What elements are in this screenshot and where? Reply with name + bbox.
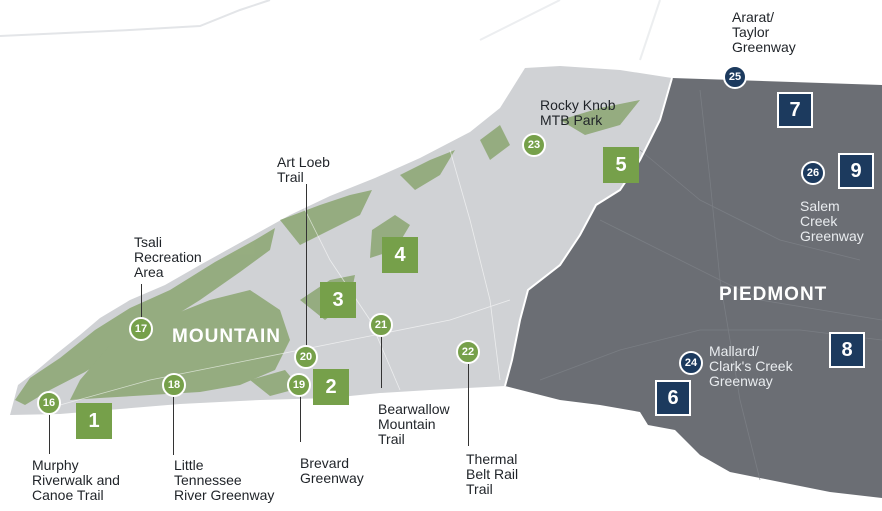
trail-label-16: Murphy Riverwalk and Canoe Trail (32, 457, 120, 503)
piedmont-region (505, 78, 882, 498)
outer-boundary-line (479, 0, 561, 41)
trail-marker-26[interactable]: 26 (801, 161, 825, 185)
region-marker-3[interactable]: 3 (320, 282, 356, 318)
trail-label-23: Rocky Knob MTB Park (540, 97, 616, 128)
trail-marker-18[interactable]: 18 (162, 373, 186, 397)
leader-line-17 (141, 284, 142, 318)
trail-label-22: Thermal Belt Rail Trail (466, 451, 519, 497)
region-marker-2[interactable]: 2 (313, 369, 349, 405)
trail-marker-16[interactable]: 16 (37, 391, 61, 415)
trail-marker-24[interactable]: 24 (679, 351, 703, 375)
region-marker-6[interactable]: 6 (655, 380, 691, 416)
trail-marker-22[interactable]: 22 (456, 340, 480, 364)
trail-marker-17[interactable]: 17 (129, 317, 153, 341)
leader-line-16 (49, 414, 50, 454)
trail-label-18: Little Tennessee River Greenway (174, 457, 275, 503)
trail-marker-19[interactable]: 19 (287, 373, 311, 397)
region-marker-1[interactable]: 1 (76, 403, 112, 439)
leader-line-18 (173, 397, 174, 455)
trail-label-19: Brevard Greenway (300, 455, 364, 486)
region-marker-8[interactable]: 8 (829, 332, 865, 368)
trail-marker-23[interactable]: 23 (522, 133, 546, 157)
leader-line-21 (381, 336, 382, 388)
trail-label-20: Art Loeb Trail (277, 154, 330, 185)
outer-boundary-line (0, 0, 271, 37)
trail-label-25: Ararat/ Taylor Greenway (732, 9, 796, 55)
trail-marker-25[interactable]: 25 (723, 65, 747, 89)
region-boundary (504, 77, 673, 387)
region-marker-4[interactable]: 4 (382, 237, 418, 273)
trail-label-24: Mallard/ Clark's Creek Greenway (709, 343, 793, 389)
leader-line-22 (468, 364, 469, 446)
trail-label-17: Tsali Recreation Area (134, 234, 202, 280)
region-marker-7[interactable]: 7 (777, 92, 813, 128)
outer-boundary-line (639, 0, 661, 61)
region-marker-9[interactable]: 9 (838, 153, 874, 189)
trail-marker-21[interactable]: 21 (369, 313, 393, 337)
trail-label-26: Salem Creek Greenway (800, 198, 864, 244)
leader-line-20 (306, 184, 307, 346)
trail-marker-20[interactable]: 20 (294, 345, 318, 369)
leader-line-19 (300, 396, 301, 442)
region-label-piedmont: PIEDMONT (719, 284, 828, 305)
region-marker-5[interactable]: 5 (603, 147, 639, 183)
roads (539, 89, 882, 481)
region-label-mountain: MOUNTAIN (172, 326, 281, 347)
trail-label-21: Bearwallow Mountain Trail (378, 401, 450, 447)
